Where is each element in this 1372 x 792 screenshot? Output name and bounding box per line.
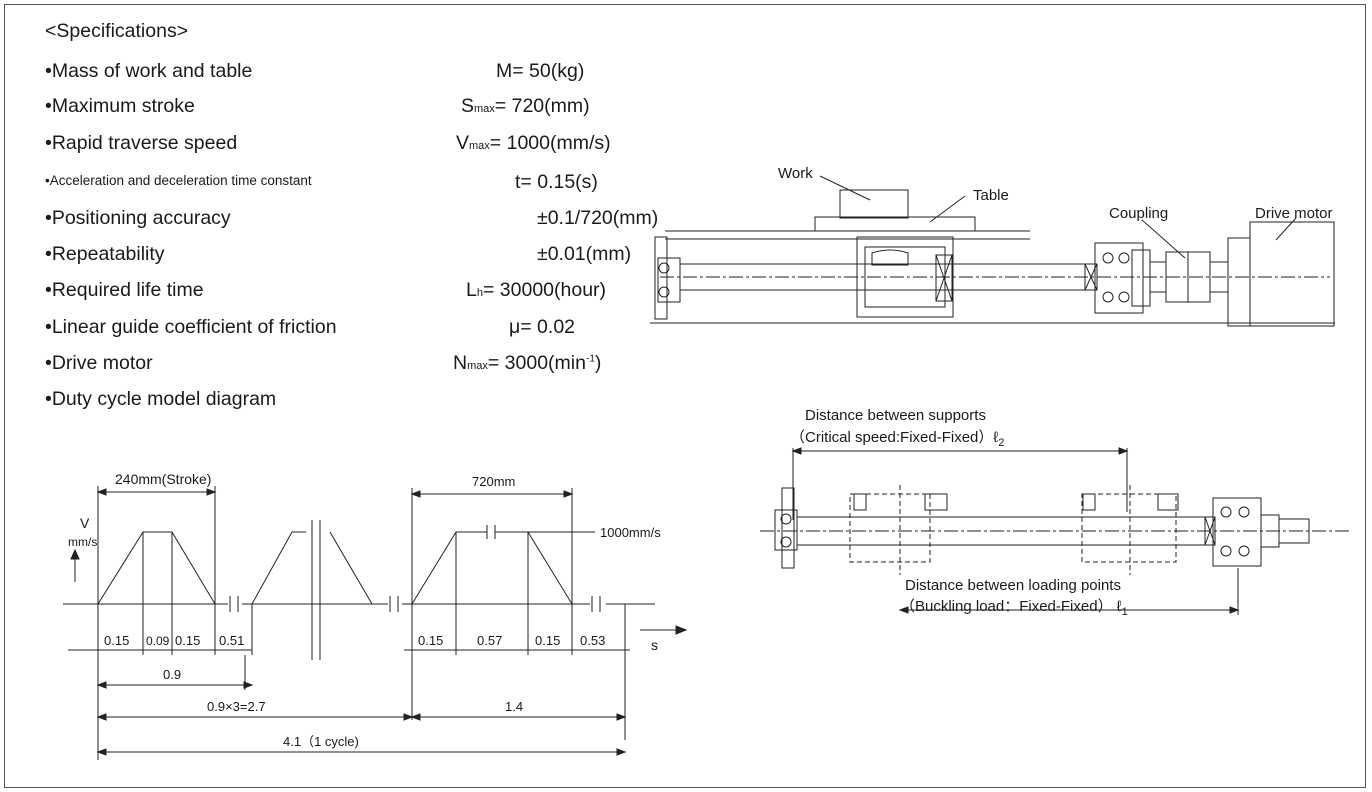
label-loading-line2: （Buckling load：Fixed-Fixed） ℓ1 [900, 598, 1128, 618]
spec-value-life: Lh= 30000(hour) [466, 279, 606, 302]
spec-label-stroke: •Maximum stroke [45, 95, 195, 117]
spec-value-text: = 30000(hour) [482, 279, 607, 301]
seg2-const: 0.57 [477, 633, 502, 648]
spec-subscript: max [467, 360, 488, 372]
spec-symbol: V [456, 132, 470, 154]
shaft-diagram [760, 447, 1350, 615]
loading-text: （Buckling load：Fixed-Fixed） ℓ [900, 598, 1122, 615]
table-plate [814, 216, 976, 232]
spec-value-text: = 0.02 [520, 316, 576, 338]
seg1-dwell: 0.51 [219, 633, 244, 648]
label-supports-line1: Distance between supports [805, 407, 986, 424]
supports-subscript: 2 [998, 437, 1004, 449]
label-0-9: 0.9 [163, 667, 181, 682]
axis-v-unit: mm/s [68, 535, 97, 549]
drive-motor-body [1249, 221, 1335, 327]
spec-label-duty: •Duty cycle model diagram [45, 388, 277, 410]
spec-value-time-constant: t= 0.15(s) [515, 171, 598, 194]
label-stroke-720: 720mm [472, 474, 515, 489]
loading-subscript: 1 [1122, 606, 1128, 618]
seg1-accel: 0.15 [104, 633, 129, 648]
label-coupling: Coupling [1109, 205, 1168, 222]
seg2-accel: 0.15 [418, 633, 443, 648]
spec-subscript: max [469, 140, 490, 152]
spec-label-life: •Required life time [45, 279, 204, 301]
seg1-const: 0.09 [146, 634, 170, 648]
label-work: Work [778, 165, 813, 182]
seg2-decel: 0.15 [535, 633, 560, 648]
label-2-7: 0.9×3=2.7 [207, 699, 266, 714]
spec-label-speed: •Rapid traverse speed [45, 132, 238, 154]
label-4-1-cycle: 4.1（1 cycle) [283, 734, 359, 749]
spec-symbol: M [496, 60, 513, 82]
spec-value-text: = 1000(mm/s) [489, 132, 611, 154]
spec-value-speed: Vmax= 1000(mm/s) [456, 132, 611, 155]
spec-value-friction: μ= 0.02 [509, 316, 575, 339]
spec-value-positioning: ±0.1/720(mm) [537, 207, 659, 229]
label-stroke-240: 240mm(Stroke) [115, 471, 211, 487]
label-loading-line1: Distance between loading points [905, 577, 1121, 594]
spec-value-text: = 720(mm) [494, 95, 590, 117]
spec-label-repeatability: •Repeatability [45, 243, 165, 265]
label-supports-line2: （Critical speed:Fixed-Fixed）ℓ2 [790, 429, 1004, 449]
label-table: Table [973, 187, 1009, 204]
axis-v-label: V [80, 515, 90, 531]
duty-cycle-diagram [63, 486, 688, 760]
spec-value-mass: M= 50(kg) [496, 60, 584, 83]
seg1-decel: 0.15 [175, 633, 200, 648]
spec-value-text: = 50(kg) [512, 60, 585, 82]
label-1-4: 1.4 [505, 699, 523, 714]
axis-s-label: s [651, 637, 658, 653]
seg2-dwell: 0.53 [580, 633, 605, 648]
label-speed-1000: 1000mm/s [600, 525, 661, 540]
figure-frame [4, 4, 1366, 788]
spec-value-stroke: Smax= 720(mm) [461, 95, 590, 118]
spec-label-positioning: •Positioning accuracy [45, 207, 231, 229]
spec-subscript: h [476, 287, 483, 299]
spec-label-time-constant: •Acceleration and deceleration time cons… [45, 173, 312, 188]
spec-value-text: = 3000(min [487, 352, 586, 374]
spec-symbol: t [515, 171, 521, 193]
spec-symbol: L [466, 279, 477, 301]
spec-subscript: max [474, 103, 495, 115]
spec-label-motor: •Drive motor [45, 352, 153, 374]
spec-value-motor: Nmax= 3000(min-1) [453, 352, 601, 375]
spec-value-text: = 0.15(s) [520, 171, 598, 193]
spec-symbol: μ [509, 316, 521, 338]
spec-label-mass: •Mass of work and table [45, 60, 253, 82]
supports-text: （Critical speed:Fixed-Fixed）ℓ [790, 429, 998, 446]
spec-symbol: N [453, 352, 468, 374]
spec-symbol: S [461, 95, 475, 117]
specifications-heading: <Specifications> [45, 20, 189, 42]
work-block [839, 189, 909, 219]
spec-value-tail: ) [594, 352, 602, 374]
spec-label-friction: •Linear guide coefficient of friction [45, 316, 337, 338]
spec-superscript: -1 [585, 353, 595, 365]
spec-value-repeatability: ±0.01(mm) [537, 243, 632, 265]
machine-assembly [650, 175, 1335, 327]
label-drive-motor: Drive motor [1255, 205, 1333, 222]
